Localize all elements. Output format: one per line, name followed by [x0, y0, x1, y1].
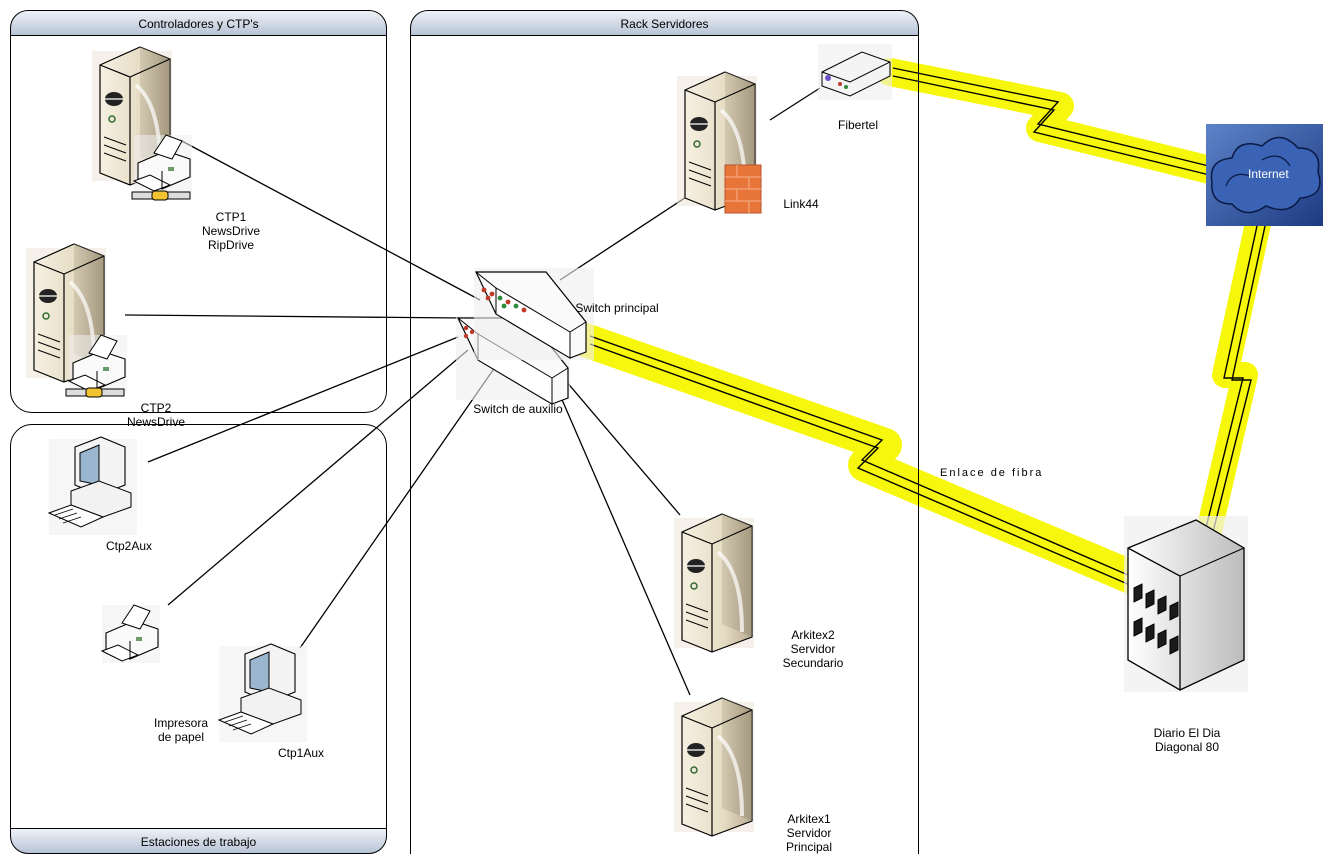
switch-aux-label: Switch de auxilio: [473, 402, 563, 416]
fiber-link-label: Enlace de fibra: [940, 467, 1044, 479]
internet-cloud-icon: [1206, 124, 1323, 226]
network-links: [124, 87, 821, 696]
ctp2aux-label: Ctp2Aux: [105, 539, 153, 553]
rack-panel-title: Rack Servidores: [410, 10, 919, 36]
fibertel-label: Fibertel: [837, 118, 878, 132]
rack-panel: [410, 10, 919, 854]
firewall-icon: [724, 164, 762, 214]
switch-main-label: Switch principal: [575, 301, 659, 315]
switch-main-icon: [474, 268, 594, 360]
workstations-panel: [10, 424, 387, 854]
internet-label: Internet: [1248, 167, 1289, 181]
workstations-panel-title: Estaciones de trabajo: [10, 828, 387, 854]
fiber-link-lines: [589, 67, 1269, 586]
fibertel-modem-icon: [818, 44, 892, 100]
newspaper-building-icon: [1124, 516, 1248, 692]
ctp1aux-label: Ctp1Aux: [277, 746, 325, 760]
ctp2-media-bar: [65, 387, 125, 398]
link44-label: Link44: [783, 197, 819, 211]
controllers-panel-title: Controladores y CTP's: [10, 10, 387, 36]
ctp1-media-bar: [131, 190, 191, 201]
